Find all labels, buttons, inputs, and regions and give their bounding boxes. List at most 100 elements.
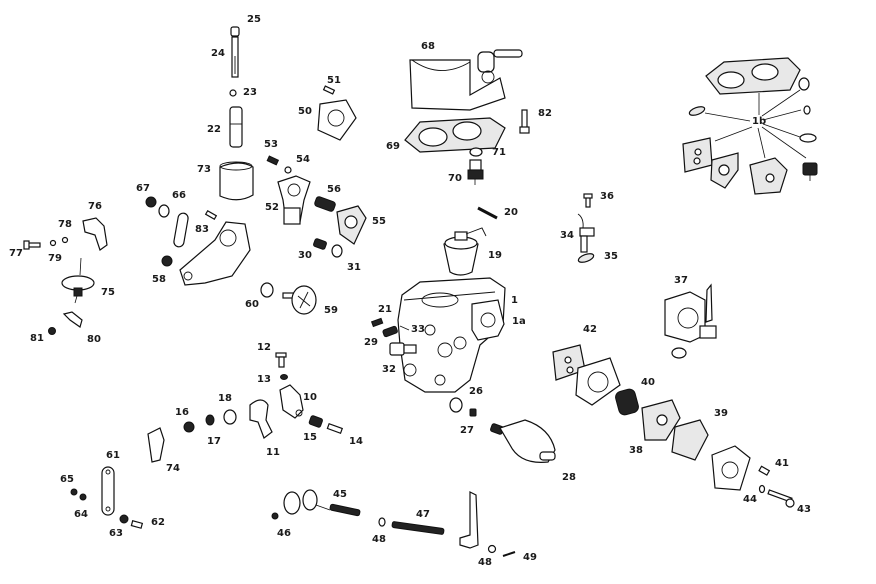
label-32: 32 — [382, 364, 396, 375]
part-61-link — [101, 466, 115, 516]
part-11-throttle-lever — [249, 399, 273, 439]
part-linkage-housing — [179, 221, 251, 286]
label-35: 35 — [604, 251, 618, 262]
label-12: 12 — [257, 342, 271, 353]
label-80: 80 — [87, 334, 101, 345]
label-15: 15 — [303, 432, 317, 443]
part-82-bolt — [519, 109, 530, 134]
label-76: 76 — [88, 201, 102, 212]
label-24: 24 — [211, 48, 225, 59]
part-27-screw — [469, 408, 477, 417]
label-29: 29 — [364, 337, 378, 348]
label-20: 20 — [504, 207, 518, 218]
label-47: 47 — [416, 509, 430, 520]
label-36: 36 — [600, 191, 614, 202]
part-49-pin — [502, 551, 516, 557]
label-1: 1 — [511, 295, 518, 306]
part-69-gasket — [404, 117, 506, 153]
part-46-nut — [271, 512, 279, 520]
part-36-screw — [583, 193, 593, 208]
part-76-bracket — [82, 217, 108, 251]
part-64-washer — [79, 493, 87, 501]
part-29-jet — [382, 325, 398, 338]
part-51-screw — [322, 85, 336, 95]
label-37: 37 — [674, 275, 688, 286]
part-81-nut — [48, 327, 56, 335]
part-14-screw — [326, 422, 344, 434]
part-17-washer — [205, 414, 215, 426]
part-1a-flange — [471, 299, 505, 341]
label-74: 74 — [166, 463, 180, 474]
part-41-screw — [758, 465, 771, 476]
part-22-jet-holder — [229, 106, 243, 148]
part-66-washer — [158, 204, 170, 218]
label-40: 40 — [641, 377, 655, 388]
label-83: 83 — [195, 224, 209, 235]
label-62: 62 — [151, 517, 165, 528]
label-43: 43 — [797, 504, 811, 515]
label-25: 25 — [247, 14, 261, 25]
part-47-spring — [391, 521, 445, 535]
label-16: 16 — [175, 407, 189, 418]
part-79-washer — [49, 239, 57, 247]
part-28-throttle-stop — [490, 419, 556, 463]
label-23: 23 — [243, 87, 257, 98]
part-67-nut — [145, 196, 157, 208]
part-83-screw — [204, 209, 218, 221]
part-lever-arm — [459, 491, 479, 549]
label-59: 59 — [324, 305, 338, 316]
label-42: 42 — [583, 324, 597, 335]
label-33: 33 — [411, 324, 425, 335]
part-30-jet — [313, 238, 327, 250]
part-70-valve — [467, 159, 484, 185]
label-56: 56 — [327, 184, 341, 195]
label-39: 39 — [714, 408, 728, 419]
label-77: 77 — [9, 248, 23, 259]
part-65-nut — [70, 488, 78, 496]
label-60: 60 — [245, 299, 259, 310]
label-38: 38 — [629, 445, 643, 456]
label-17: 17 — [207, 436, 221, 447]
part-42-gasket — [552, 344, 586, 381]
part-45-spindle — [315, 503, 361, 517]
label-67: 67 — [136, 183, 150, 194]
part-38-diaphragm — [641, 399, 681, 441]
part-13-washer — [280, 374, 288, 380]
label-19: 19 — [488, 250, 502, 261]
label-22: 22 — [207, 124, 221, 135]
label-26: 26 — [469, 386, 483, 397]
part-68-air-horn — [409, 49, 523, 111]
label-75: 75 — [101, 287, 115, 298]
label-50: 50 — [298, 106, 312, 117]
part-37-fuel-pump — [664, 283, 717, 359]
part-44-washer — [758, 484, 766, 494]
label-54: 54 — [296, 154, 310, 165]
part-48a-washer — [378, 517, 386, 527]
label-45: 45 — [333, 489, 347, 500]
label-53: 53 — [264, 139, 278, 150]
label-48b: 48 — [478, 557, 492, 568]
part-78-washer — [61, 236, 69, 244]
part-50-cover — [317, 99, 357, 141]
part-bracket-pair — [283, 489, 318, 515]
part-1b-gasket-kit — [682, 57, 818, 195]
label-69: 69 — [386, 141, 400, 152]
label-70: 70 — [448, 173, 462, 184]
part-18-washer — [223, 409, 237, 425]
label-48a: 48 — [372, 534, 386, 545]
part-32-plug — [389, 342, 417, 356]
part-24-emulsion-tube — [231, 36, 239, 78]
label-55: 55 — [372, 216, 386, 227]
part-10-lever — [279, 384, 304, 419]
part-55-diaphragm — [336, 205, 367, 245]
label-30: 30 — [298, 250, 312, 261]
label-21: 21 — [378, 304, 392, 315]
label-18: 18 — [218, 393, 232, 404]
part-19-float — [443, 227, 487, 276]
part-15-spring — [308, 415, 323, 428]
part-20-pin — [477, 206, 498, 220]
label-28: 28 — [562, 472, 576, 483]
part-52-pump-body — [277, 175, 311, 225]
